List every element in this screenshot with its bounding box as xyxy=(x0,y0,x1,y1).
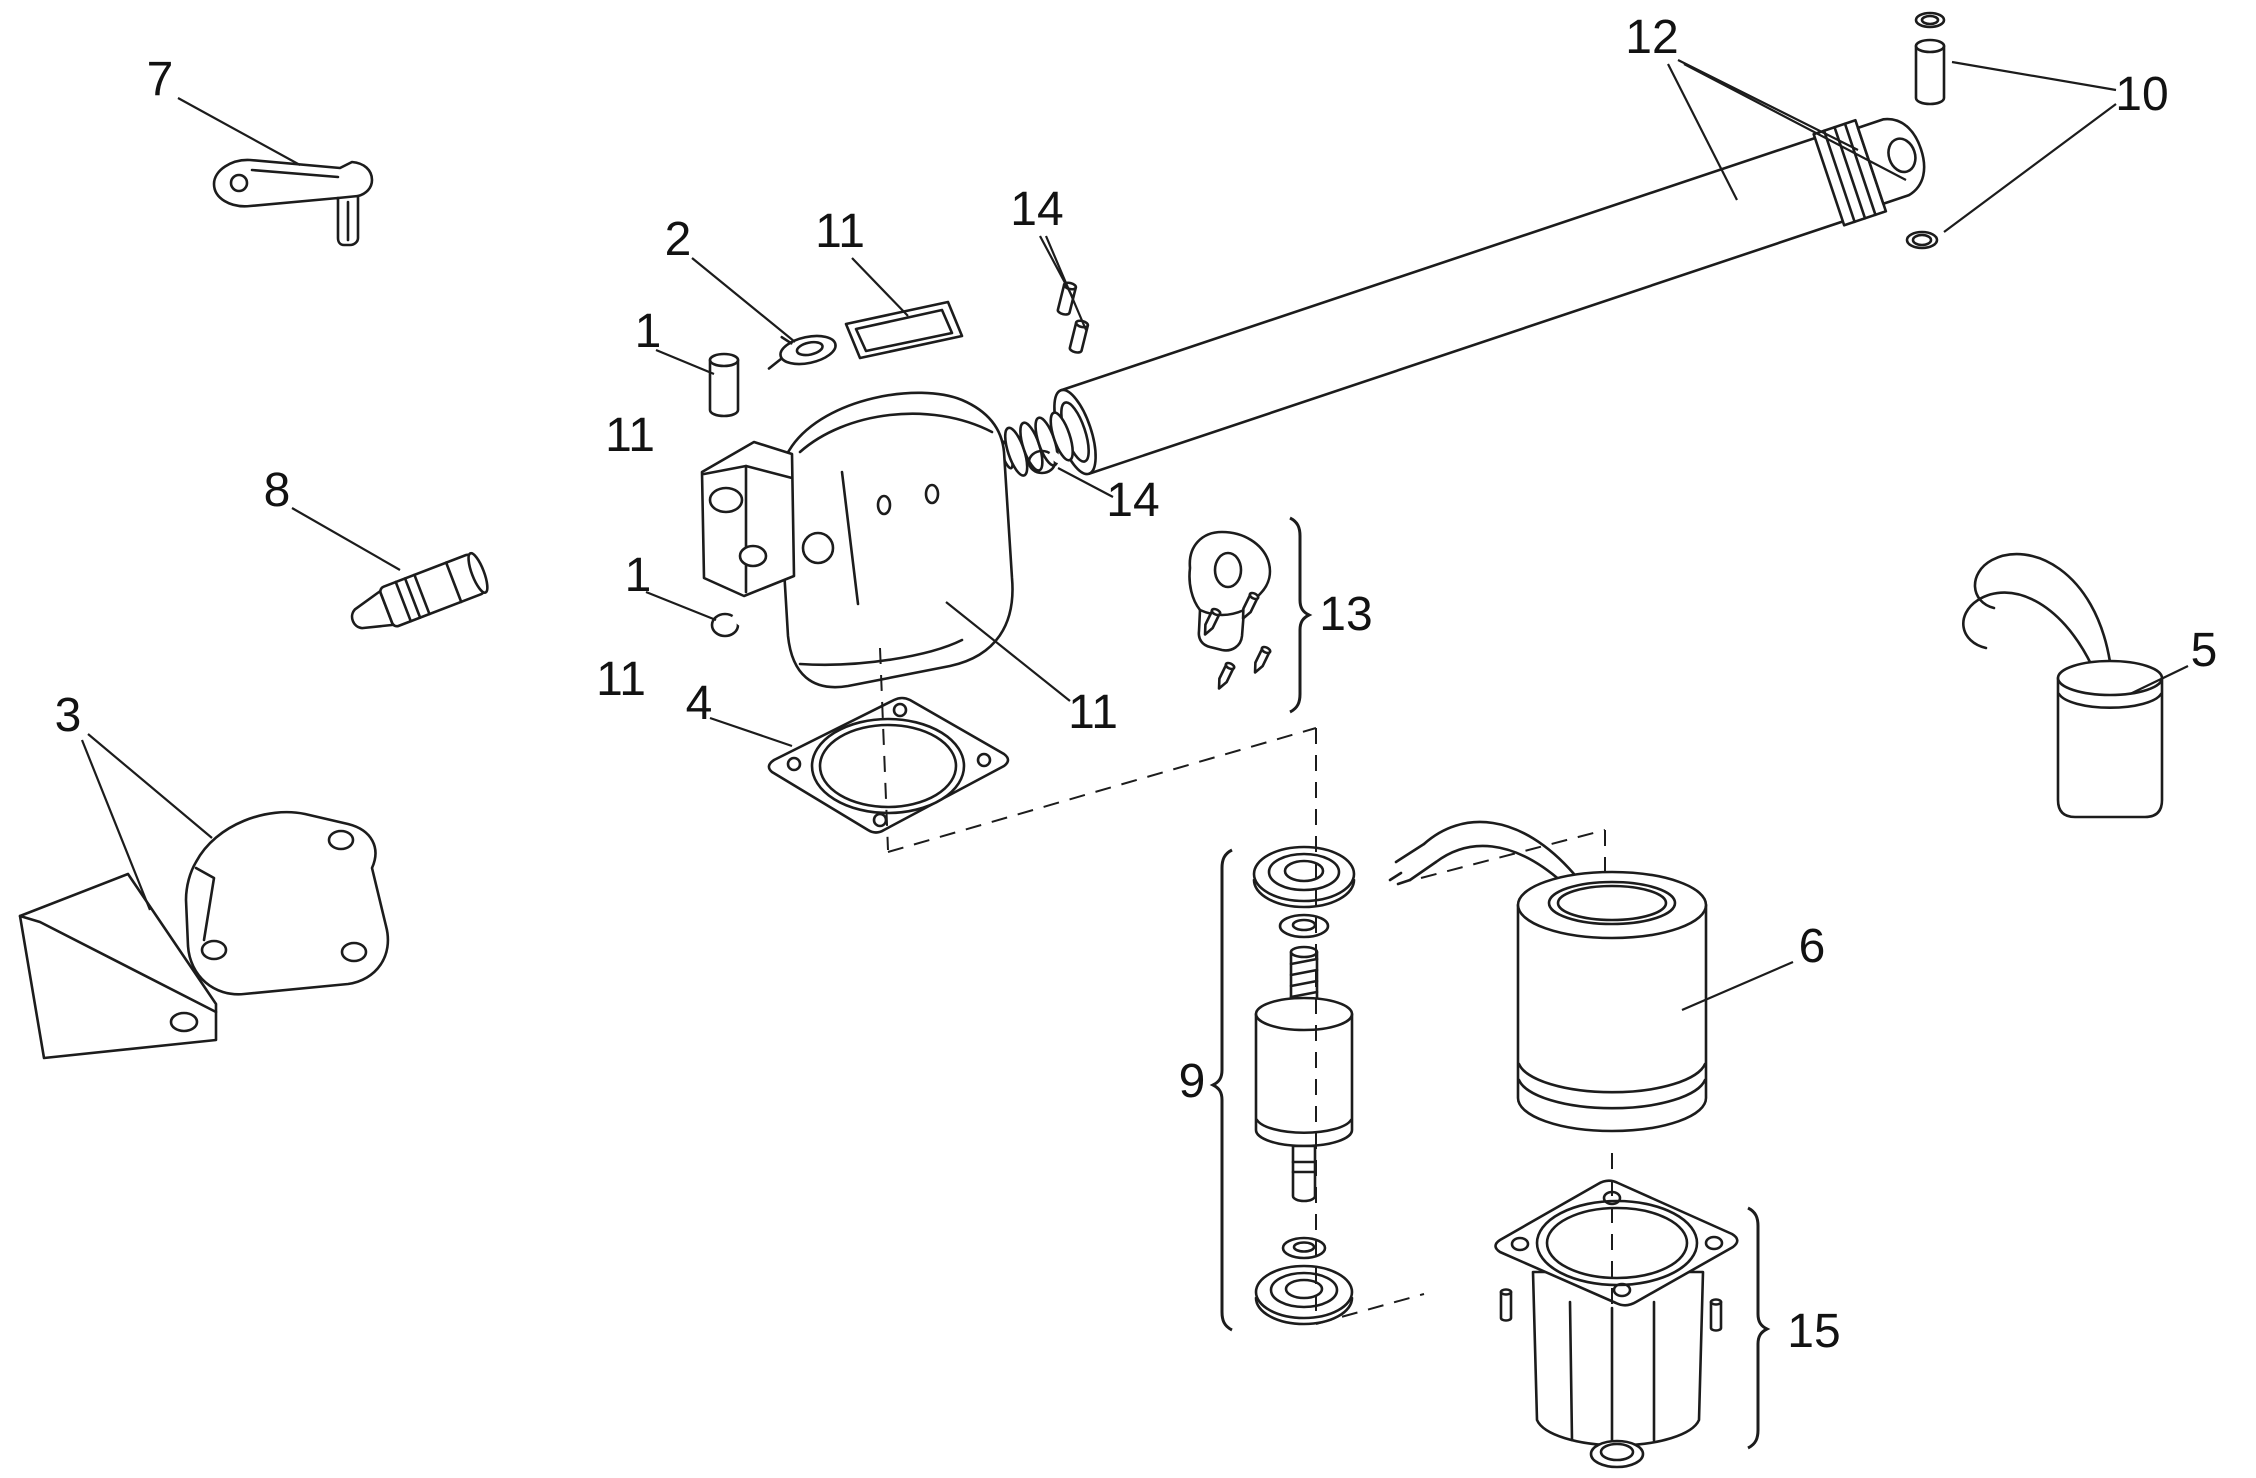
part-12-outer-tube xyxy=(999,117,1926,477)
screw xyxy=(1253,645,1272,674)
screw xyxy=(1203,607,1222,636)
part-callout-11-upper: 11 xyxy=(605,409,655,462)
part-11-cover-plate xyxy=(844,300,964,360)
part-15-bracket xyxy=(1747,1206,1771,1450)
part-callout-11-top: 11 xyxy=(815,205,865,258)
part-callout-6: 6 xyxy=(1798,920,1826,973)
part-14-circlip-lower xyxy=(1027,449,1062,475)
part-callout-4: 4 xyxy=(685,677,713,730)
part-callout-15: 15 xyxy=(1787,1305,1841,1358)
part-5-capacitor xyxy=(1962,552,2164,819)
part-callout-9: 9 xyxy=(1178,1055,1206,1108)
clamp xyxy=(1188,530,1272,652)
part-callout-8: 8 xyxy=(263,464,291,517)
part-2-retaining-clip xyxy=(767,334,837,370)
part-callout-13: 13 xyxy=(1319,588,1373,641)
part-4-gasket-plate xyxy=(767,696,1010,834)
part-callout-1-upper: 1 xyxy=(634,305,662,358)
part-callout-14-lower: 14 xyxy=(1106,474,1160,527)
callout-leader-lines xyxy=(80,59,2189,1012)
rotor-body xyxy=(1254,1012,1354,1148)
part-callout-11-right: 11 xyxy=(1068,686,1118,739)
part-3-mounting-brackets xyxy=(18,810,390,1060)
part-14-pins-upper xyxy=(1056,281,1090,354)
motor-wire xyxy=(1434,844,1564,884)
capacitor-wire xyxy=(1973,552,2112,664)
stud xyxy=(1709,1298,1723,1332)
assembly-axis-lines xyxy=(879,647,1613,1438)
part-10-clevis-pin-and-rings xyxy=(1905,11,1946,250)
part-callout-10: 10 xyxy=(2115,68,2169,121)
part-callout-12: 12 xyxy=(1625,11,1679,64)
housing-clevis xyxy=(700,440,796,598)
motor-wire xyxy=(1422,820,1576,876)
washer xyxy=(1278,913,1330,939)
part-15-end-housing xyxy=(1494,1179,1739,1469)
part-callout-1-lower: 1 xyxy=(624,549,652,602)
part-callout-5: 5 xyxy=(2190,624,2218,677)
part-callout-3: 3 xyxy=(54,689,82,742)
stud xyxy=(1499,1288,1513,1322)
part-13-clamp-kit xyxy=(1188,530,1272,690)
part-callout-14-top: 14 xyxy=(1010,183,1064,236)
part-13-bracket xyxy=(1289,516,1313,714)
part-9-rotor-assembly xyxy=(1252,845,1356,1326)
part-callout-11-lower: 11 xyxy=(596,653,646,706)
capacitor-wire xyxy=(1962,591,2094,668)
part-11-gearbox-housing xyxy=(700,391,1014,689)
part-callout-2: 2 xyxy=(664,213,692,266)
washer xyxy=(1281,1236,1327,1260)
part-1-pin-upper xyxy=(708,352,740,418)
part-7-release-lever xyxy=(212,158,374,247)
part-callout-7: 7 xyxy=(146,53,174,106)
screw xyxy=(1241,591,1260,620)
screw xyxy=(1217,661,1236,690)
part-9-bracket xyxy=(1209,848,1233,1332)
lower-shaft xyxy=(1291,1144,1317,1203)
part-6-stator xyxy=(1388,820,1708,1133)
part-1-circlip-lower xyxy=(710,612,745,638)
part-8-lock-cylinder xyxy=(350,551,489,630)
